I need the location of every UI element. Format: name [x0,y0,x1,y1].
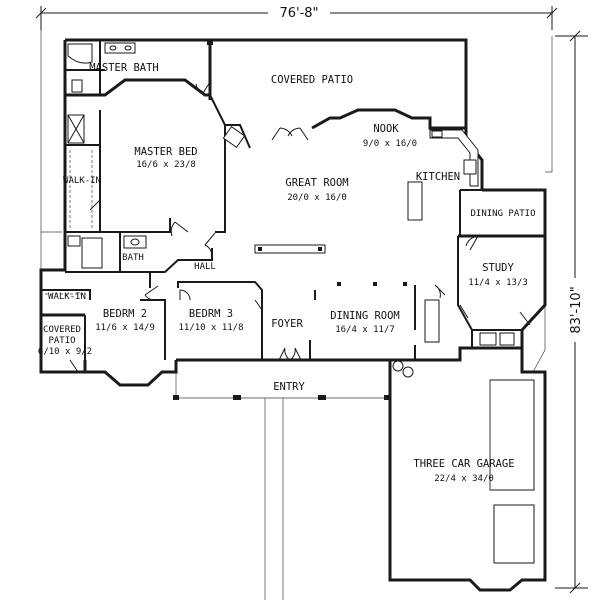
dining-room-label: DINING ROOM [330,310,400,322]
bedrm3-size: 11/10 x 11/8 [178,323,243,333]
kitchen-label: KITCHEN [416,171,460,183]
entry-label: ENTRY [273,381,305,393]
great-room-label: GREAT ROOM [285,177,348,189]
dining-patio-label: DINING PATIO [470,209,535,219]
nook-label: NOOK [373,123,399,135]
hall-label: HALL [194,262,216,272]
garage-size: 22/4 x 34/0 [434,474,494,484]
foyer-label: FOYER [271,318,303,330]
overall-width-label: 76'-8" [279,6,318,21]
fixtures [45,42,535,564]
walk-in-bedrm2-label: WALK-IN [48,292,86,302]
dining-room-size: 16/4 x 11/7 [335,325,395,335]
study-size: 11/4 x 13/3 [468,278,528,288]
bath-label: BATH [122,253,144,263]
study-label: STUDY [482,262,514,274]
bedrm3-label: BEDRM 3 [189,308,233,320]
overall-depth-label: 83'-10" [569,286,584,333]
garage-label: THREE CAR GARAGE [413,458,514,470]
interior-walls [41,40,522,360]
covered-patio-side-size: 6/10 x 9/2 [38,347,92,357]
great-room-size: 20/0 x 16/0 [287,193,347,203]
master-bed-size: 16/6 x 23/8 [136,160,196,170]
walk-in-master-label: WALK-IN [63,176,101,186]
covered-patio-side-label: COVERED [43,325,81,335]
covered-patio-rear-label: COVERED PATIO [271,74,353,86]
exterior-walls [39,38,547,592]
door-swings [69,81,531,378]
covered-patio-side-label-2: PATIO [48,336,75,346]
bedrm2-size: 11/6 x 14/9 [95,323,155,333]
master-bed-label: MASTER BED [134,146,197,158]
master-bath-label: MASTER BATH [89,62,159,74]
nook-size: 9/0 x 16/0 [363,139,417,149]
porch-posts [173,40,390,400]
depth-dimension-line [555,30,588,594]
width-dimension-line [35,4,558,30]
bedrm2-label: BEDRM 2 [103,308,147,320]
